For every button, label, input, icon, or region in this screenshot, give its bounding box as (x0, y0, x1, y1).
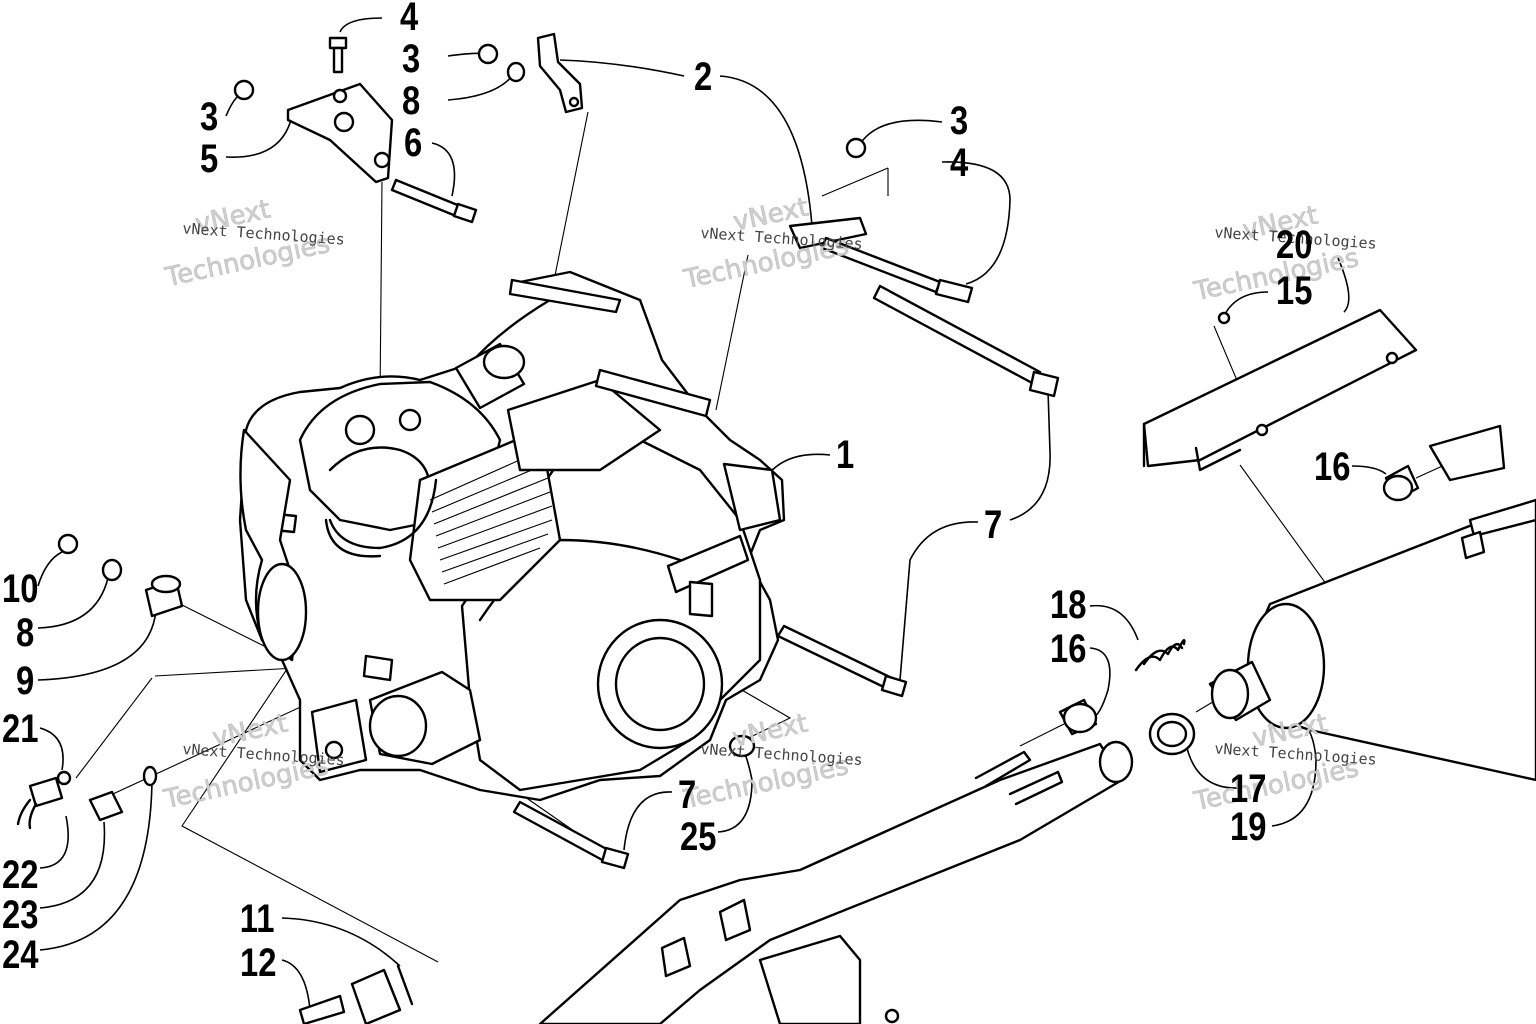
callout-22: 22 (2, 852, 38, 897)
callout-4-right: 4 (950, 140, 969, 185)
callout-16-center: 16 (1050, 626, 1086, 671)
callout-4-top: 4 (400, 0, 419, 39)
bolt-6 (390, 178, 478, 224)
clamp-11-12 (298, 964, 414, 1024)
callout-16-right: 16 (1314, 444, 1350, 489)
engine-assembly (238, 270, 786, 802)
bolt-7-right (776, 624, 908, 698)
nuts (57, 43, 867, 555)
callout-20: 20 (1276, 222, 1312, 267)
bolt-7-bottom (512, 800, 630, 870)
callout-6: 6 (404, 120, 422, 165)
cylinder-fins (408, 428, 562, 602)
mount-bracket-5 (286, 82, 394, 184)
callout-3-left: 3 (200, 94, 218, 139)
callout-25: 25 (680, 814, 716, 859)
exhaust-pipe (538, 740, 1134, 1024)
callout-21: 21 (2, 706, 38, 751)
spacer-9 (144, 574, 184, 618)
callout-11: 11 (240, 896, 275, 941)
grommet-16-right (1382, 464, 1420, 502)
exhaust-outlet (1208, 660, 1272, 722)
callout-labels: 4 3 8 2 3 5 6 3 4 20 15 1 16 7 10 8 9 18… (2, 0, 1350, 985)
callout-7-right: 7 (984, 502, 1002, 547)
callout-2: 2 (694, 54, 712, 99)
heat-shield-20 (1142, 308, 1418, 472)
bracket-2-right (788, 216, 974, 304)
washers (101, 61, 526, 582)
callout-7-bottom: 7 (678, 772, 696, 817)
callout-1: 1 (836, 432, 854, 477)
bolt-4-top (328, 36, 348, 74)
callout-8-top: 8 (402, 78, 420, 123)
callout-8-left: 8 (16, 610, 34, 655)
callout-17: 17 (1230, 766, 1266, 811)
callout-9: 9 (16, 658, 34, 703)
spring-18 (1134, 638, 1186, 672)
callout-23: 23 (2, 892, 38, 937)
grommet-16-center (1058, 698, 1098, 736)
gasket-17 (1148, 712, 1196, 756)
callout-19: 19 (1230, 804, 1266, 849)
sensors (16, 765, 158, 830)
spacer-25 (728, 734, 756, 758)
callout-5: 5 (200, 136, 218, 181)
callout-3-top: 3 (402, 36, 420, 81)
bracket-2 (536, 32, 584, 114)
callout-10: 10 (2, 566, 38, 611)
callout-15: 15 (1276, 268, 1312, 313)
callout-18: 18 (1050, 582, 1086, 627)
long-stud-7 (872, 284, 1060, 398)
callout-12: 12 (240, 940, 276, 985)
callout-24: 24 (2, 932, 39, 977)
callout-3-right: 3 (950, 98, 968, 143)
